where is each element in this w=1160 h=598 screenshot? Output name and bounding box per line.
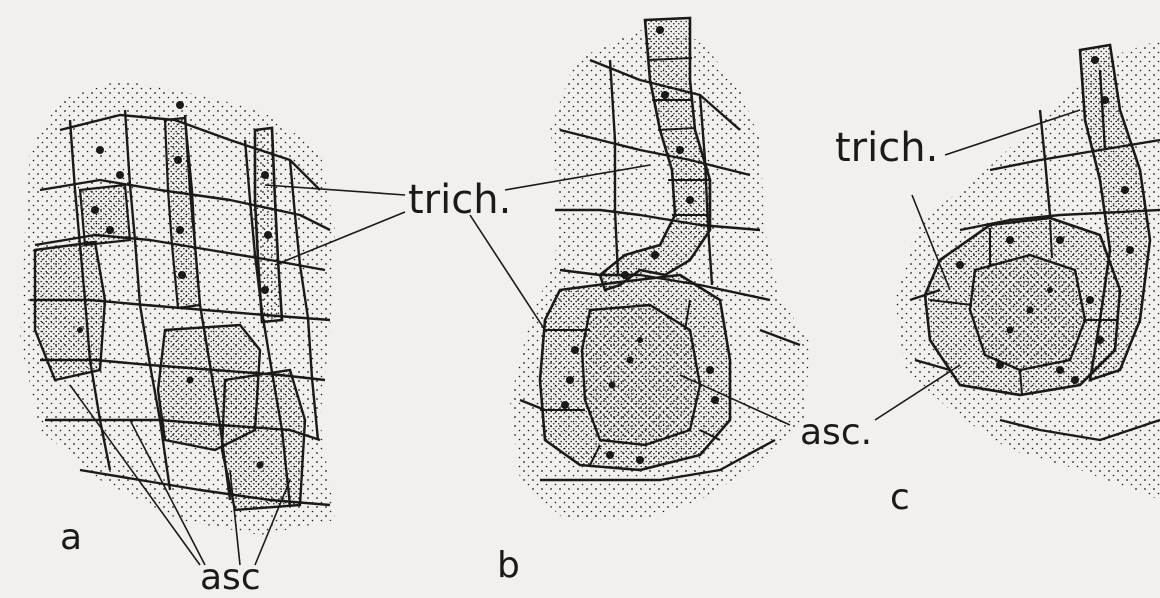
panel-b-ascogonium-central (582, 305, 700, 445)
panel-a-ascogonium-1 (35, 242, 105, 380)
panel-letter-a: a (60, 520, 82, 556)
asc-label-left: asc (200, 560, 261, 596)
panel-a-trichome-1 (80, 185, 130, 245)
trich-label-center: trich. (408, 180, 511, 220)
panel-c-ascogonium-central (970, 255, 1085, 370)
panel-a-ascogonium-3 (222, 370, 305, 510)
asc-label-center: asc. (800, 415, 872, 451)
panel-a-drawing (20, 80, 335, 535)
panel-b-drawing (510, 18, 810, 520)
panel-letter-c: c (890, 480, 910, 516)
panel-letter-b: b (497, 548, 520, 584)
trich-label-right: trich. (835, 128, 938, 168)
panel-c-drawing (895, 40, 1160, 500)
